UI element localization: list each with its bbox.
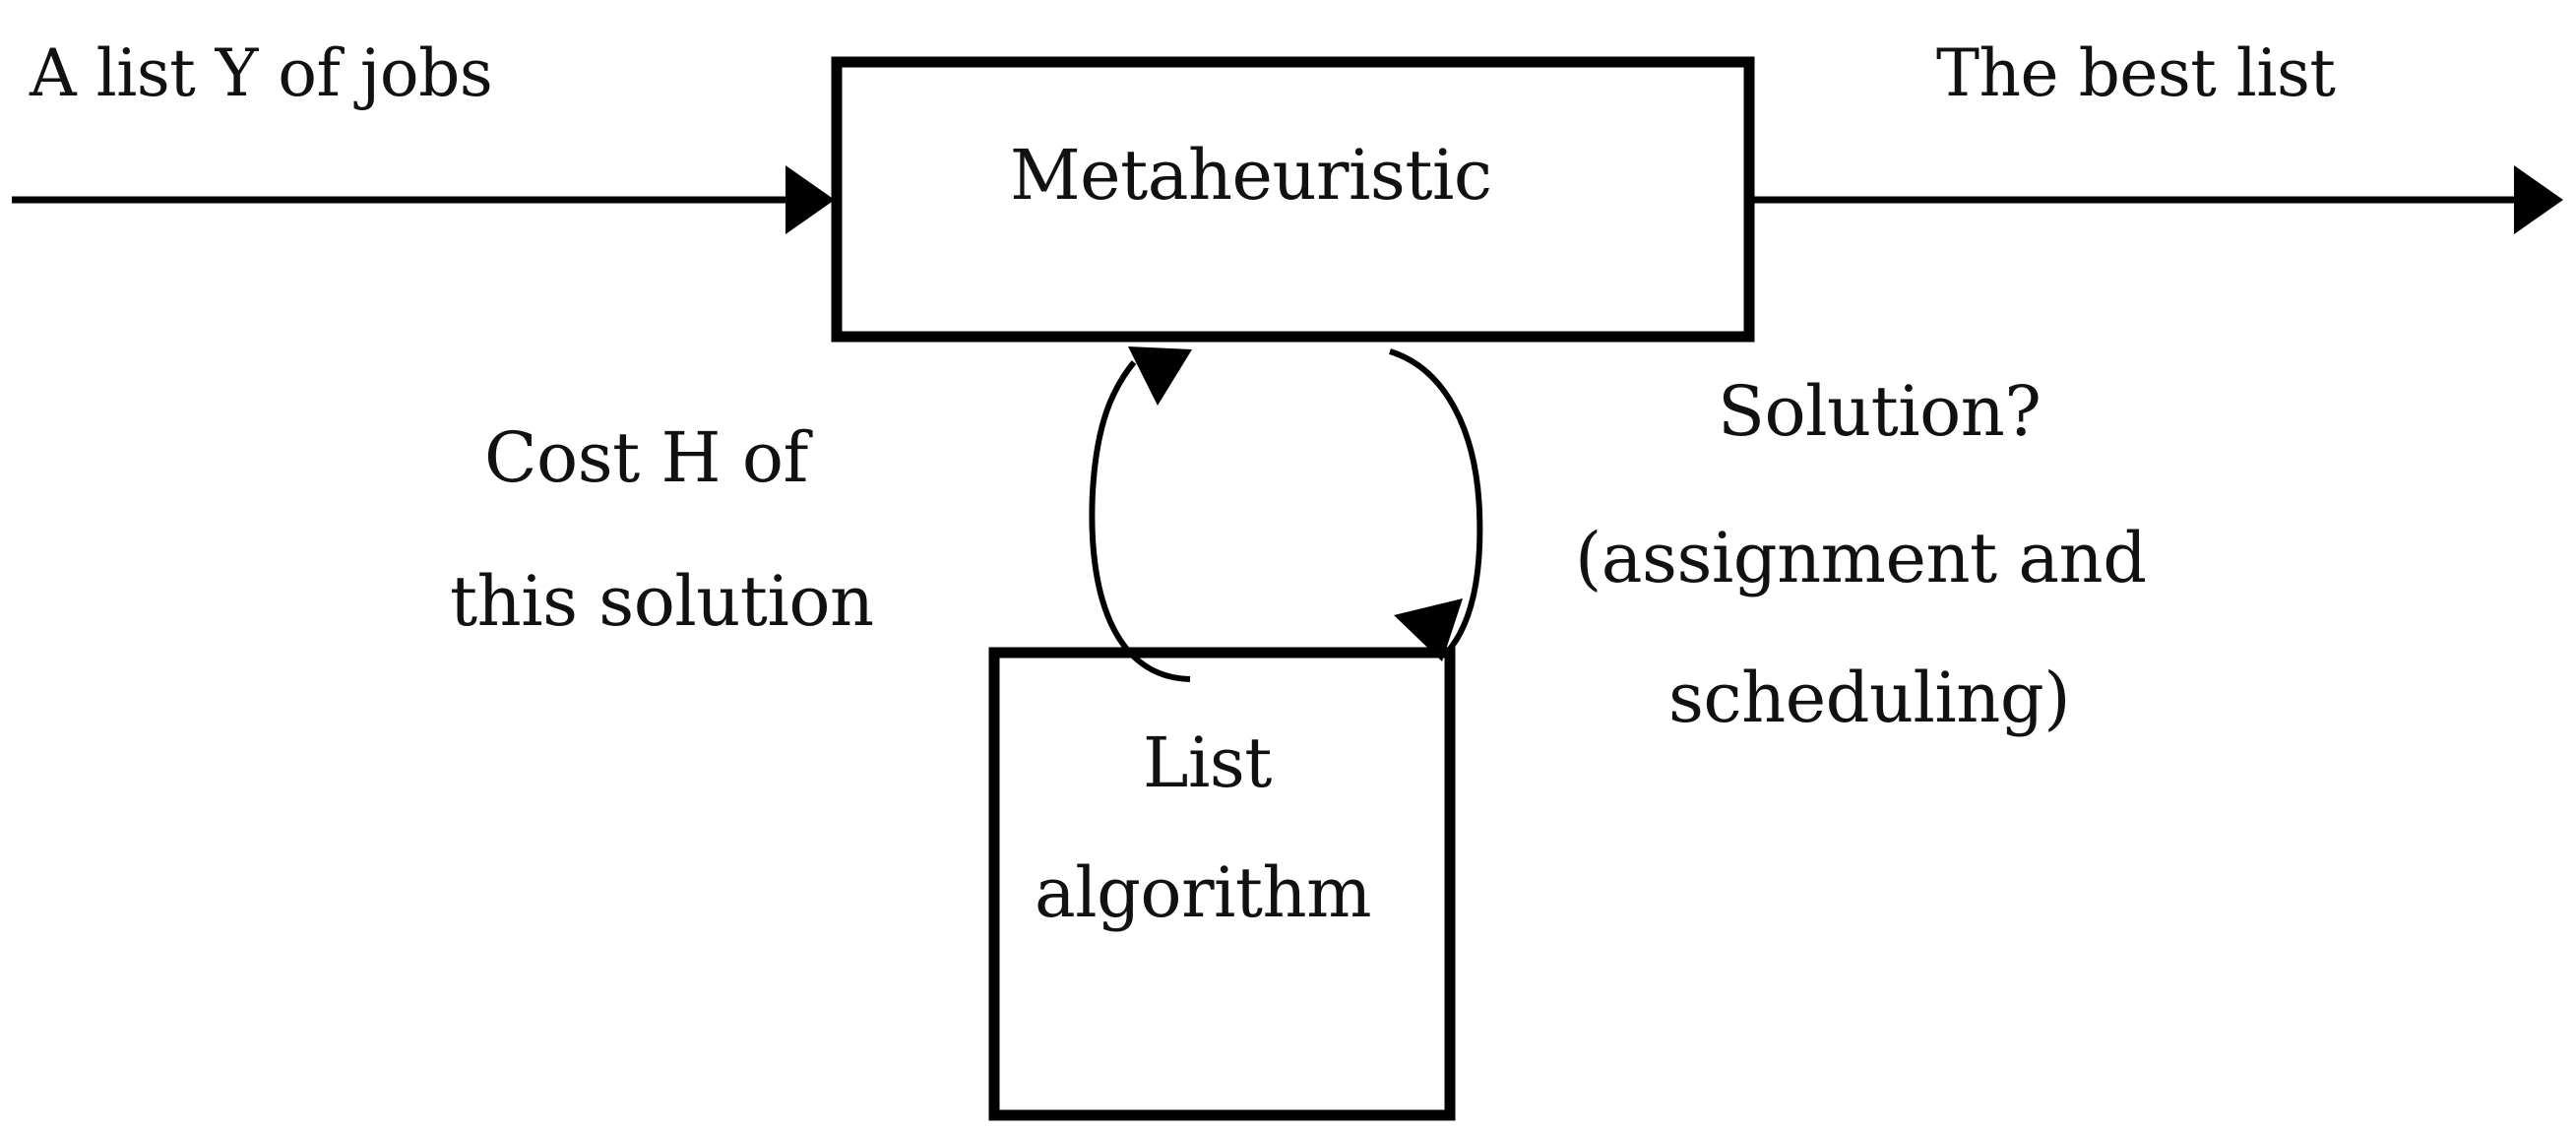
- input-label-symbol: Y: [215, 35, 259, 111]
- input-arrow-head: [785, 165, 835, 234]
- input-arrow: [12, 165, 835, 234]
- input-label-prefix: A list: [30, 35, 216, 111]
- list-algorithm-box-label-line2: algorithm: [1035, 852, 1372, 933]
- input-label-suffix: of jobs: [257, 35, 493, 111]
- feedback-down-arrow-curve: [1389, 348, 1483, 655]
- feedback-down-arrow: [1389, 348, 1483, 661]
- feedback-up-arrow-head: [1128, 346, 1192, 406]
- list-algorithm-box: [988, 647, 1456, 1121]
- solution-label-line3: scheduling): [1668, 658, 2071, 738]
- input-label: A list Y of jobs: [30, 41, 493, 106]
- output-arrow: [1749, 165, 2563, 234]
- feedback-down-arrow-head: [1394, 598, 1463, 661]
- cost-label-prefix: Cost: [484, 417, 661, 498]
- feedback-up-arrow-curve: [1089, 360, 1191, 682]
- feedback-up-arrow: [1089, 346, 1192, 682]
- solution-label-line1: Solution?: [1718, 371, 2042, 452]
- output-arrow-head: [2514, 165, 2563, 234]
- cost-label-symbol: H: [660, 417, 722, 498]
- metaheuristic-box-label: Metaheuristic: [1010, 135, 1492, 216]
- cost-label-line1: Cost H of: [484, 423, 808, 492]
- list-algorithm-box-label-line1: List: [1143, 722, 1272, 803]
- cost-label-suffix: of: [721, 417, 809, 498]
- solution-label-line2: (assignment and: [1575, 518, 2147, 598]
- cost-label-line2: this solution: [450, 561, 874, 642]
- output-label: The best list: [1936, 35, 2336, 111]
